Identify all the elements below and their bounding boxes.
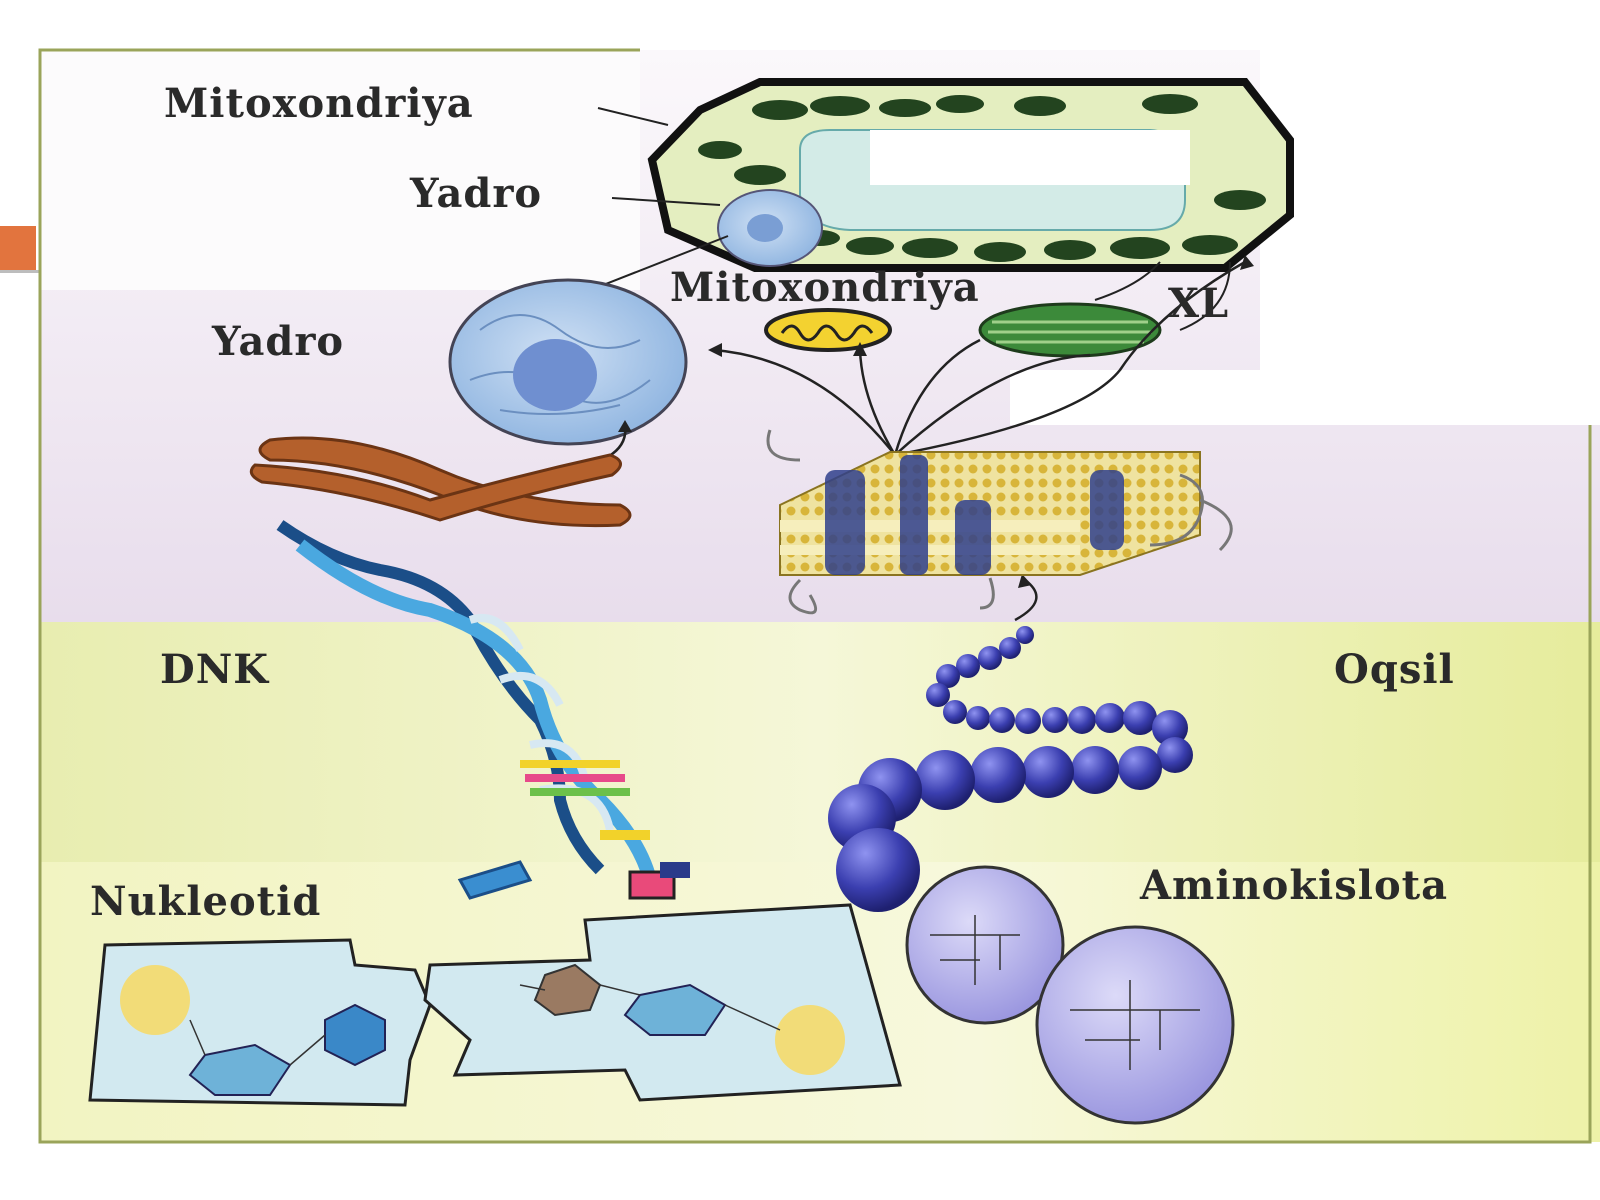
label-mitoxondriya-top: Mitoxondriya xyxy=(164,80,474,127)
chloroplast xyxy=(978,302,1162,358)
label-dnk: DNK xyxy=(160,646,270,693)
chromosome xyxy=(249,436,632,528)
label-aminokislota: Aminokislota xyxy=(1140,862,1449,909)
label-mitoxondriya-mid: Mitoxondriya xyxy=(670,264,980,311)
slide-accent-line xyxy=(0,270,60,273)
protein-chain xyxy=(828,626,1193,912)
label-oqsil: Oqsil xyxy=(1334,646,1455,693)
nucleotide-structures xyxy=(88,903,902,1107)
cell-membrane xyxy=(766,429,1233,615)
dna-helix xyxy=(276,520,690,900)
label-xl: XL xyxy=(1168,280,1230,327)
label-yadro-top: Yadro xyxy=(410,170,543,217)
chloroplasts xyxy=(698,94,1266,262)
frame-border xyxy=(38,48,1592,1144)
arrowheads xyxy=(618,255,1254,588)
label-yadro: Yadro xyxy=(212,318,345,365)
nucleus-detail xyxy=(448,278,688,446)
amino-acids xyxy=(905,865,1235,1125)
slide-accent-bar xyxy=(0,226,36,272)
plant-cell xyxy=(647,78,1294,272)
base-pairs xyxy=(520,760,650,840)
mitochondrion xyxy=(764,308,892,352)
label-nukleotid: Nukleotid xyxy=(90,878,322,925)
